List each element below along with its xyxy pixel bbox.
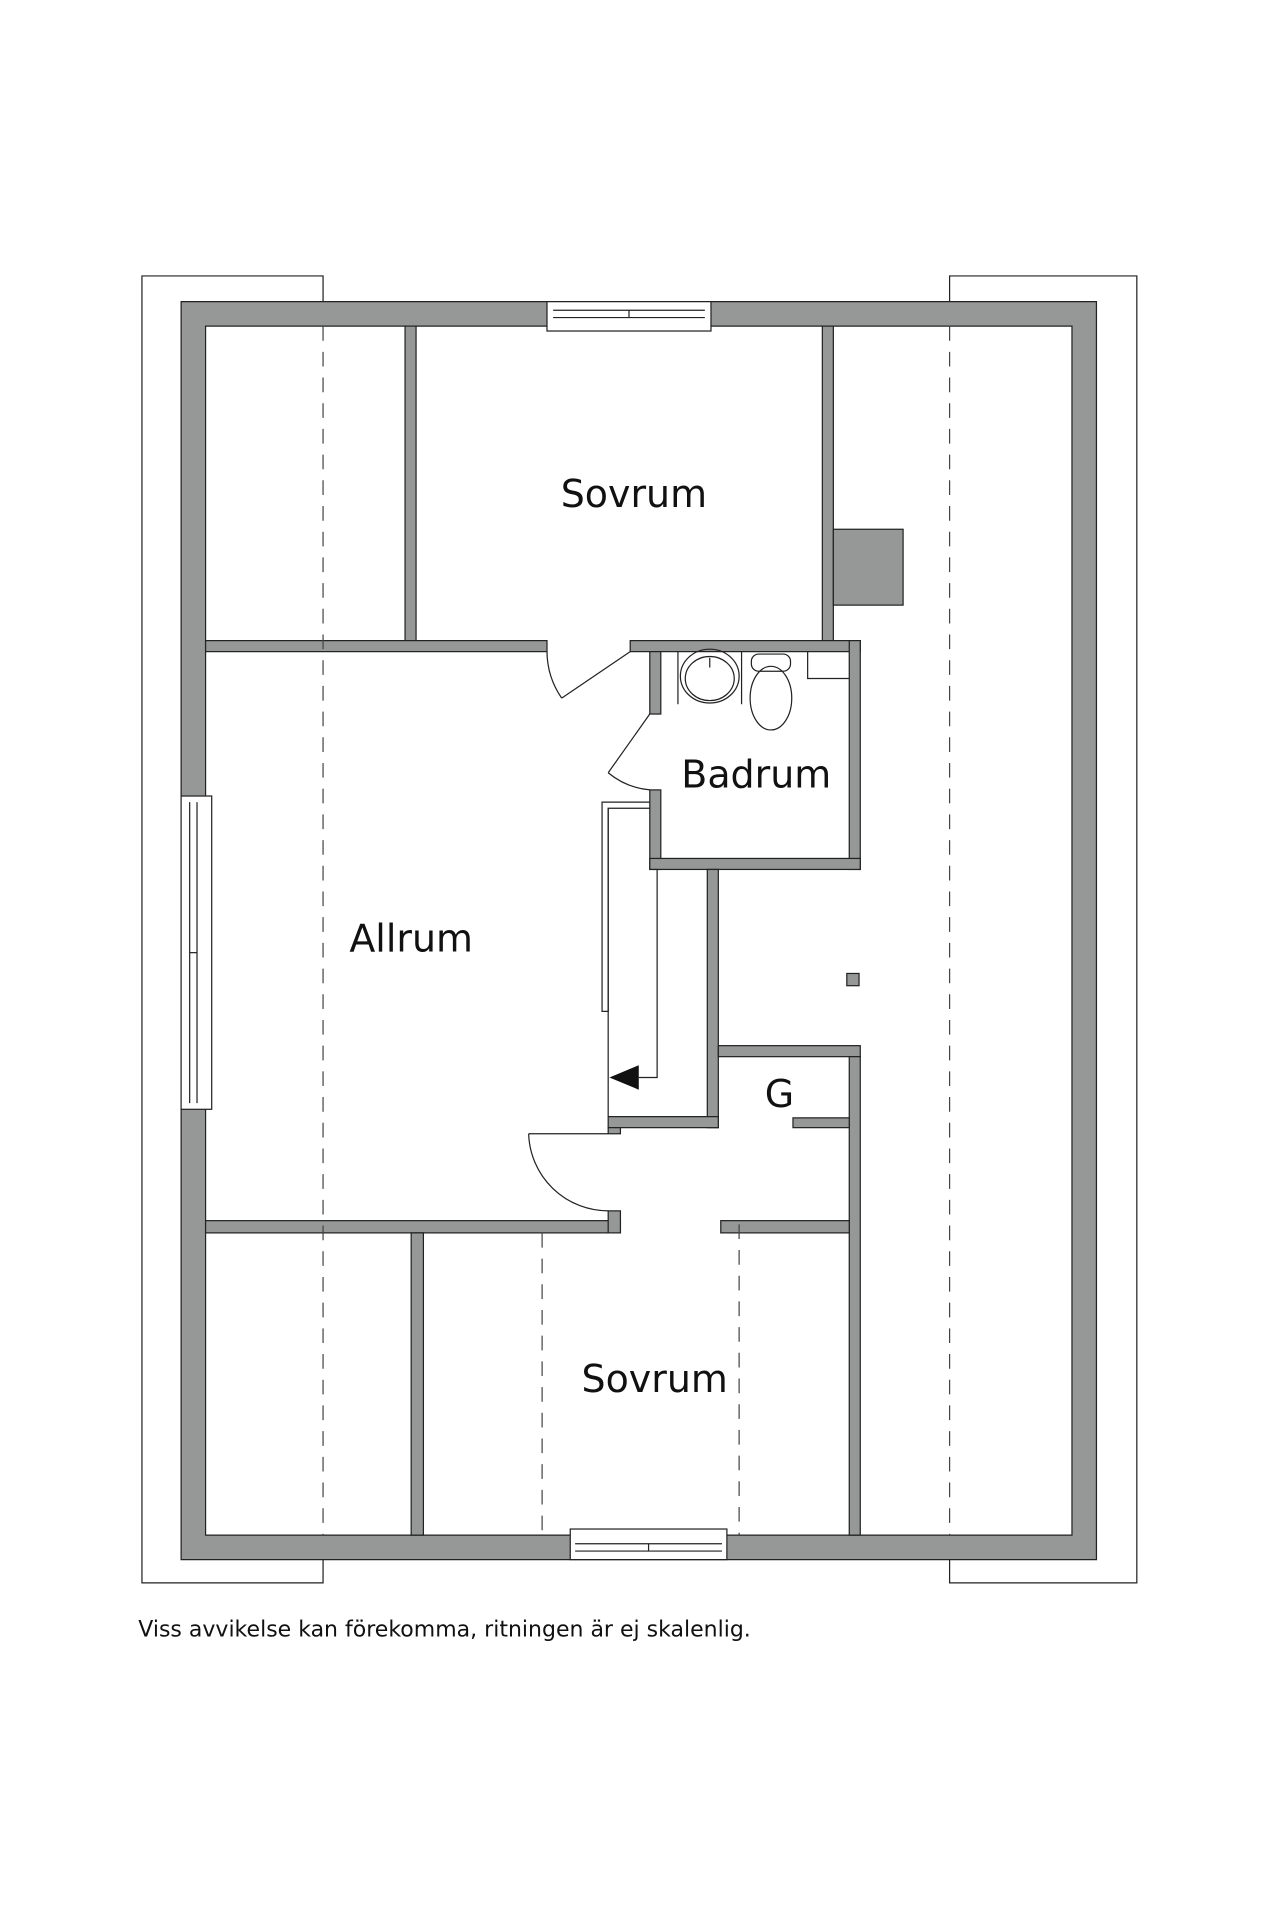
room-label-bedroom-bottom: Sovrum bbox=[582, 1357, 728, 1401]
exterior-wall bbox=[180, 301, 1098, 1561]
door-living bbox=[528, 1133, 609, 1212]
roof-outline bbox=[141, 275, 1138, 1584]
interior-walls bbox=[204, 325, 904, 1536]
roof-slope-lines bbox=[322, 326, 951, 1536]
room-label-living: Allrum bbox=[349, 916, 473, 960]
bathroom-fixtures bbox=[677, 648, 850, 731]
door-bathroom bbox=[607, 713, 651, 791]
sink-icon bbox=[679, 648, 740, 704]
door-bedroom-top bbox=[546, 651, 631, 699]
stair bbox=[601, 801, 658, 1117]
toilet-icon bbox=[749, 653, 793, 731]
window-bottom bbox=[569, 1528, 728, 1561]
post bbox=[846, 972, 860, 987]
room-label-bathroom: Badrum bbox=[681, 752, 831, 796]
room-label-closet: G bbox=[765, 1072, 794, 1116]
chimney bbox=[832, 528, 904, 606]
window-left bbox=[180, 795, 213, 1110]
room-label-bedroom-top: Sovrum bbox=[561, 472, 707, 516]
stair-direction-arrow-icon bbox=[609, 1065, 639, 1090]
window-top bbox=[546, 301, 712, 332]
disclaimer-note: Viss avvikelse kan förekomma, ritningen … bbox=[138, 1618, 751, 1643]
